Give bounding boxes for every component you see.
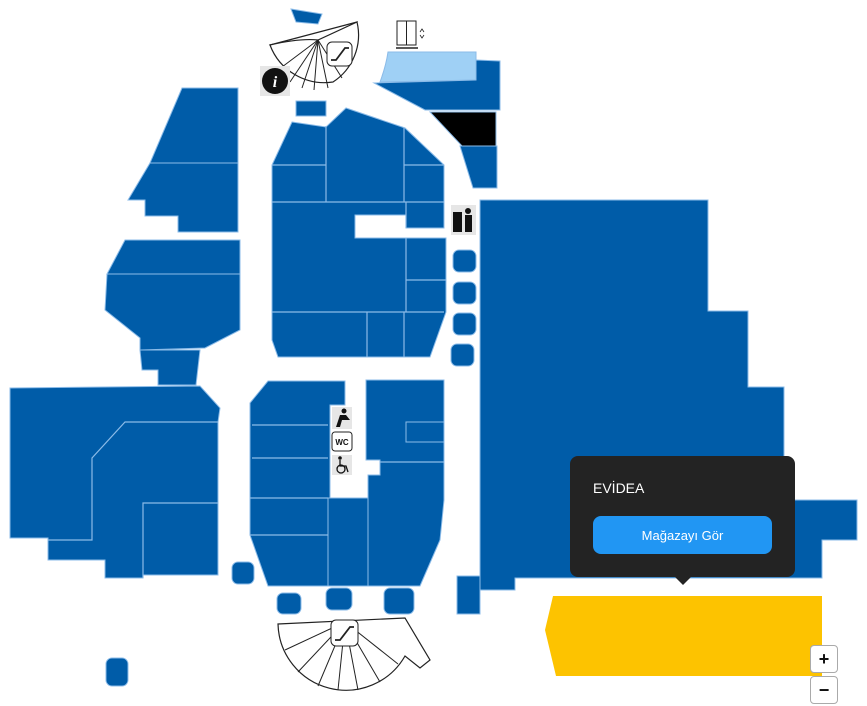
store[interactable] [459, 145, 498, 189]
store-divider [142, 502, 218, 578]
store-dividers [250, 424, 328, 536]
wc-icon[interactable]: WC [331, 431, 353, 452]
store[interactable] [127, 162, 239, 233]
store-selected[interactable] [545, 596, 822, 676]
store[interactable] [149, 87, 239, 164]
svg-text:i: i [273, 74, 278, 91]
svg-text:WC: WC [335, 438, 349, 447]
zoom-out-button[interactable]: − [810, 676, 838, 704]
info-icon[interactable]: i [260, 66, 290, 96]
store[interactable] [452, 249, 477, 273]
store[interactable] [452, 281, 477, 305]
store-popup: EVİDEA Mağazayı Gör [570, 456, 795, 585]
escalator-bottom [277, 617, 431, 691]
store[interactable] [105, 657, 129, 687]
elevator-icon[interactable] [396, 20, 425, 49]
customer-service-icon[interactable] [451, 205, 476, 235]
store[interactable] [231, 561, 255, 585]
store[interactable] [452, 312, 477, 336]
store[interactable] [104, 273, 241, 351]
store[interactable] [327, 497, 369, 587]
store-dividers [272, 126, 446, 357]
store[interactable] [405, 421, 445, 443]
store[interactable] [325, 587, 353, 611]
zoom-in-button[interactable]: + [810, 645, 838, 673]
store[interactable] [9, 385, 221, 579]
view-store-button[interactable]: Mağazayı Gör [593, 516, 772, 554]
store[interactable] [372, 59, 501, 111]
store[interactable] [383, 587, 415, 615]
escalator-icon[interactable] [326, 41, 353, 67]
store[interactable] [450, 343, 475, 367]
baby-care-icon[interactable] [332, 407, 352, 429]
escalator-icon[interactable] [330, 619, 359, 647]
store-closed[interactable] [428, 111, 497, 147]
store[interactable] [106, 239, 241, 275]
store[interactable] [365, 379, 445, 587]
store[interactable] [271, 107, 447, 358]
wheelchair-icon[interactable] [332, 455, 352, 475]
store[interactable] [290, 8, 323, 25]
store[interactable] [139, 349, 201, 386]
store-light[interactable] [379, 51, 477, 83]
store-divider [48, 421, 218, 541]
store[interactable] [456, 575, 481, 615]
store[interactable] [295, 100, 327, 117]
store[interactable] [276, 592, 302, 615]
popup-store-name: EVİDEA [593, 480, 645, 496]
